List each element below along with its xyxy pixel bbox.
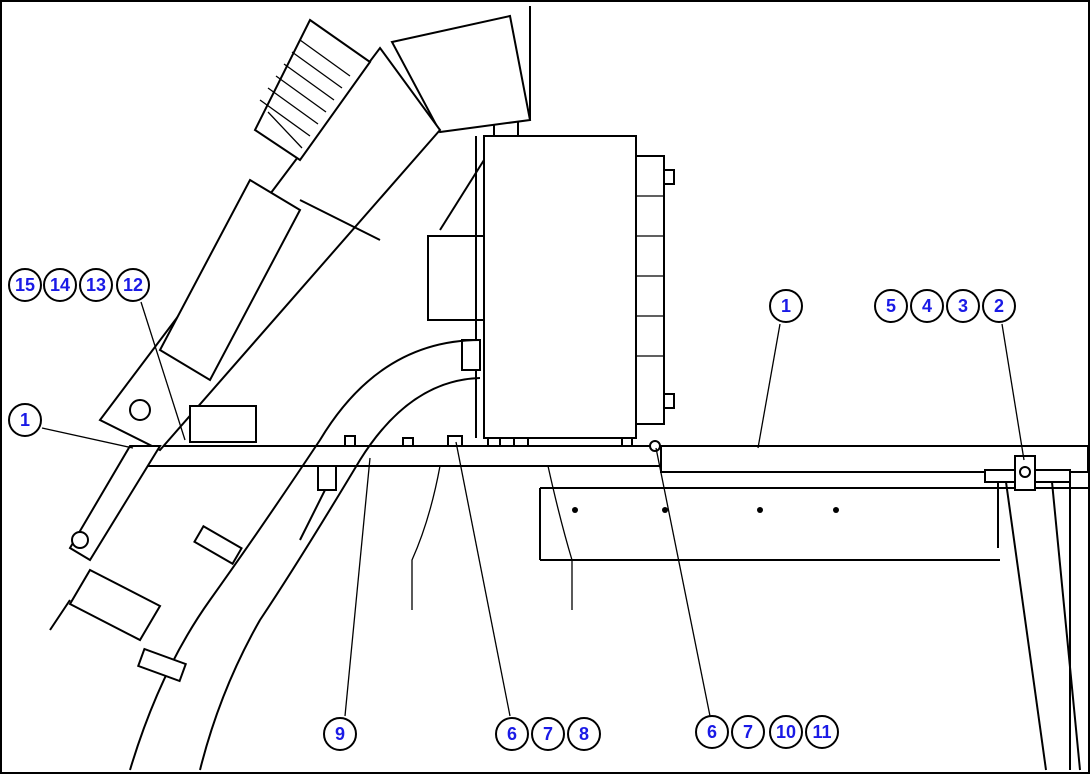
callout-9[interactable]: 9	[323, 717, 357, 751]
callout-6a[interactable]: 6	[495, 717, 529, 751]
left-arm	[49, 399, 162, 642]
callout-6b[interactable]: 6	[695, 715, 729, 749]
svg-text:7: 7	[743, 722, 753, 742]
callout-14[interactable]: 14	[43, 268, 77, 302]
callout-3[interactable]: 3	[946, 289, 980, 323]
callout-10[interactable]: 10	[769, 715, 803, 749]
svg-text:9: 9	[335, 724, 345, 744]
callout-12[interactable]: 12	[116, 268, 150, 302]
svg-text:1: 1	[20, 410, 30, 430]
svg-text:7: 7	[543, 724, 553, 744]
svg-text:1: 1	[781, 296, 791, 316]
callout-5[interactable]: 5	[874, 289, 908, 323]
svg-text:14: 14	[50, 275, 70, 295]
callout-11[interactable]: 11	[805, 715, 839, 749]
hoses	[129, 339, 481, 771]
leader-lines	[41, 301, 1025, 717]
svg-text:12: 12	[123, 275, 143, 295]
platform-beam	[132, 445, 1089, 561]
svg-text:2: 2	[994, 296, 1004, 316]
svg-text:8: 8	[579, 724, 589, 744]
svg-text:10: 10	[776, 722, 796, 742]
svg-text:13: 13	[86, 275, 106, 295]
callout-8[interactable]: 8	[567, 717, 601, 751]
callout-13[interactable]: 13	[79, 268, 113, 302]
callout-2[interactable]: 2	[982, 289, 1016, 323]
grille-pattern	[259, 39, 351, 149]
svg-text:3: 3	[958, 296, 968, 316]
svg-text:11: 11	[812, 722, 831, 742]
angled-duct-assembly	[98, 14, 532, 541]
svg-text:6: 6	[707, 722, 717, 742]
electrical-cabinet	[427, 6, 675, 439]
callout-1-mid[interactable]: 1	[769, 289, 803, 323]
callout-7a[interactable]: 7	[531, 717, 565, 751]
beam-supports	[411, 465, 573, 610]
callout-15[interactable]: 15	[8, 268, 42, 302]
svg-text:5: 5	[886, 296, 896, 316]
right-bracket	[984, 455, 1081, 771]
callout-7b[interactable]: 7	[731, 715, 765, 749]
beam-bolts	[344, 435, 661, 452]
callout-1-left[interactable]: 1	[8, 403, 42, 437]
svg-text:4: 4	[922, 296, 932, 316]
callout-4[interactable]: 4	[910, 289, 944, 323]
svg-text:15: 15	[15, 275, 35, 295]
svg-text:6: 6	[507, 724, 517, 744]
